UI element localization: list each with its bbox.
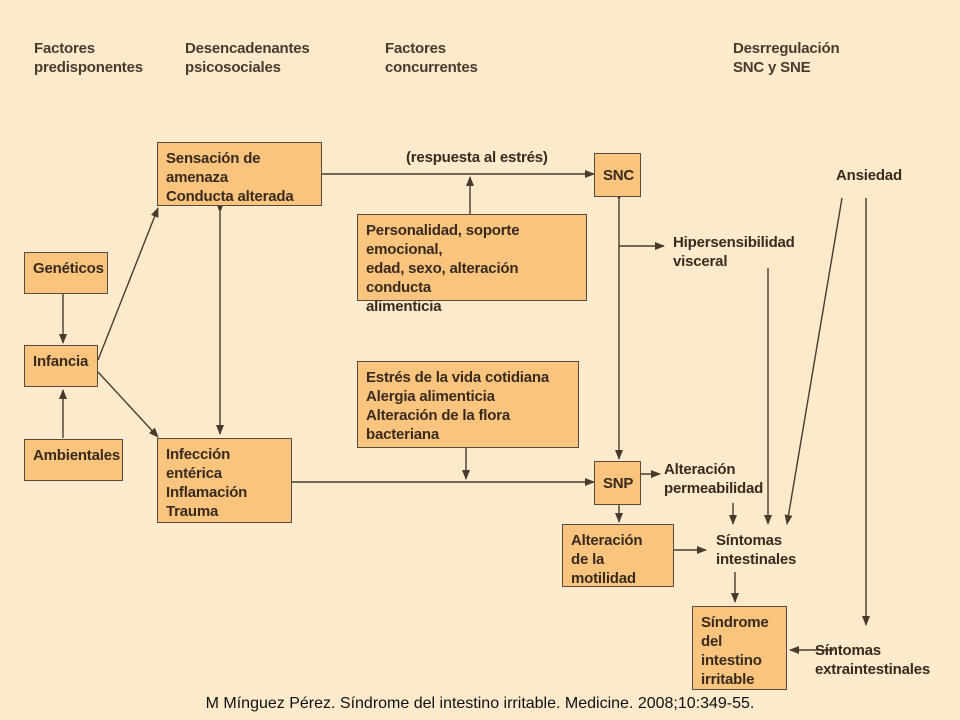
box-personalidad: Personalidad, soporte emocional, edad, s… [357, 214, 587, 315]
box-infeccion-enterica: Infección entérica Inflamación Trauma [157, 438, 292, 523]
label-sintomas-intestinales: Síntomas intestinales [716, 532, 797, 568]
box-estres-vida: Estrés de la vida cotidiana Alergia alim… [357, 361, 579, 448]
box-snp: SNP [594, 461, 641, 505]
arrow-infancia-infeccion [97, 371, 159, 438]
box-ambientales: Ambientales [24, 439, 123, 481]
box-infancia: Infancia [24, 345, 98, 387]
arrow-infancia-sensacion [97, 207, 159, 361]
arrow-ansiedad-intestinales [784, 197, 843, 525]
label-ansiedad: Ansiedad [836, 167, 902, 184]
header-factores-predisponentes: Factores predisponentes [34, 40, 143, 76]
header-desregulacion: Desrregulación SNC y SNE [733, 40, 840, 76]
box-sindrome-intestino-irritable: Síndrome del intestino irritable [692, 606, 787, 690]
label-sintomas-extraintestinales: Síntomas extraintestinales [815, 642, 930, 678]
label-hipersensibilidad-visceral: Hipersensibilidad visceral [673, 234, 795, 270]
box-snc: SNC [594, 153, 641, 197]
label-respuesta-estres: (respuesta al estrés) [406, 149, 548, 166]
citation-caption: M Mínguez Pérez. Síndrome del intestino … [205, 695, 755, 712]
header-factores-concurrentes: Factores concurrentes [385, 40, 478, 76]
box-alteracion-motilidad: Alteración de la motilidad [562, 524, 674, 587]
label-alteracion-permeabilidad: Alteración permeabilidad [664, 461, 764, 497]
box-geneticos: Genéticos [24, 252, 108, 294]
box-sensacion-amenaza: Sensación de amenaza Conducta alterada [157, 142, 322, 206]
header-desencadenantes-psicosociales: Desencadenantes psicosociales [185, 40, 310, 76]
